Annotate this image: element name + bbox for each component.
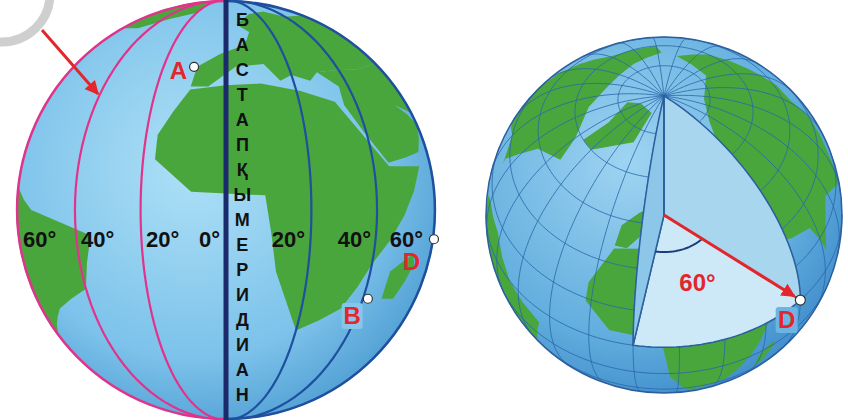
- globe-outline-west: [17, 1, 226, 419]
- radius-arrow: [664, 215, 794, 296]
- angle-label: 60°: [679, 270, 715, 296]
- left-globe: [16, 0, 436, 420]
- degree-label: 20°: [272, 228, 305, 252]
- axis-line: [663, 96, 665, 215]
- ocean: [486, 37, 842, 393]
- point-label: D: [776, 307, 797, 333]
- angle-arc: [655, 239, 702, 252]
- ocean: [16, 0, 436, 420]
- point-label: A: [170, 58, 187, 84]
- meridian-line: [226, 0, 377, 420]
- point-dot: [363, 294, 372, 303]
- cutaway-face: [633, 96, 664, 345]
- globe-outline-east: [226, 1, 435, 419]
- meridian-name: БАСТАПҚЫ МЕРИДИАН: [232, 8, 253, 408]
- point-dot: [190, 62, 199, 71]
- land-mass: [29, 13, 155, 139]
- degree-label: 0°: [199, 228, 220, 252]
- corner-ring: [0, 0, 50, 42]
- right-globe: [486, 37, 842, 393]
- meridian-line: [75, 0, 226, 420]
- degree-label: 40°: [338, 228, 371, 252]
- point-label: B: [342, 303, 363, 329]
- point-label: D: [403, 249, 420, 275]
- degree-label: 20°: [146, 228, 179, 252]
- pointer-arrow: [42, 30, 98, 94]
- prime-meridian: [224, 0, 229, 420]
- point-dot: [795, 295, 805, 305]
- meridian-line: [141, 0, 226, 420]
- globe-outline: [486, 37, 842, 393]
- point-dot: [429, 235, 438, 244]
- land-mass: [391, 250, 432, 339]
- degree-label: 40°: [81, 228, 114, 252]
- meridian-line: [226, 0, 311, 420]
- land-mass: [16, 166, 105, 382]
- cutaway-face: [664, 96, 800, 300]
- graticule: [486, 37, 842, 392]
- degree-label: 60°: [23, 228, 56, 252]
